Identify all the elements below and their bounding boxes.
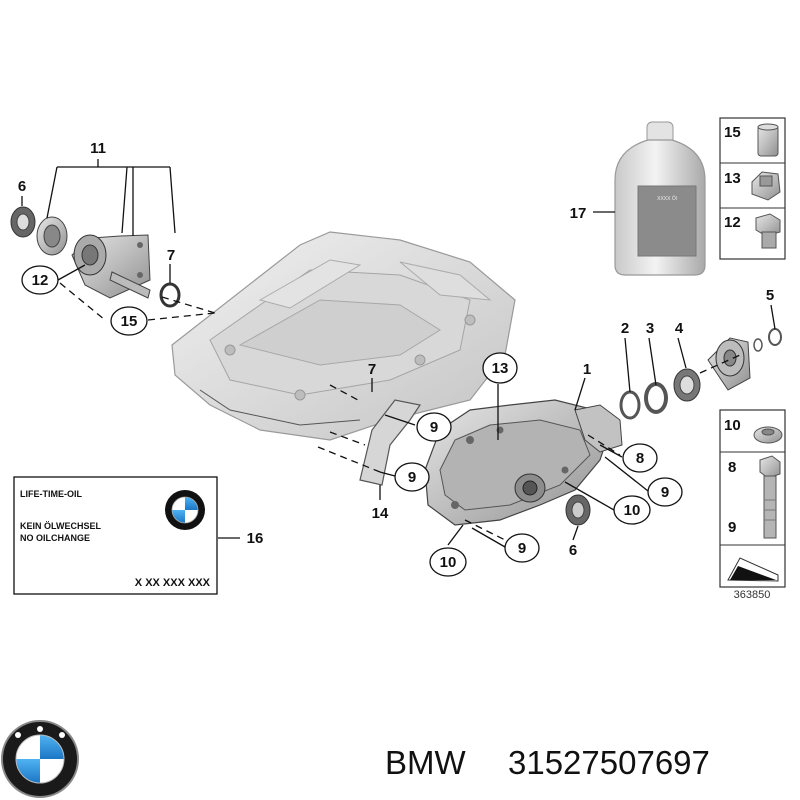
oil-label-line3: NO OILCHANGE: [20, 533, 90, 543]
callout-4: 4: [675, 320, 684, 337]
callout-12-circle: 12: [21, 265, 59, 295]
seal-ring-lower-6: [565, 494, 591, 526]
oil-label-line2: KEIN ÖLWECHSEL: [20, 521, 102, 531]
diagram-number: 363850: [734, 589, 771, 601]
svg-text:12: 12: [32, 272, 49, 289]
sidebar-top-label-15: 15: [724, 124, 741, 141]
footer-brand: BMW: [385, 744, 467, 781]
bolt-8-9-icon: [759, 455, 781, 539]
callout-14: 14: [372, 505, 389, 522]
bmw-logo-large: [1, 720, 79, 798]
callout-2: 2: [621, 320, 629, 337]
callout-9c-circle: 9: [647, 477, 683, 507]
sidebar-bottom-label-9: 9: [728, 519, 736, 536]
sidebar-bottom-label-8: 8: [728, 459, 736, 476]
oil-label-line1: LIFE-TIME-OIL: [20, 489, 82, 499]
bearing-left: [36, 216, 68, 256]
oil-bottle: XXXX Öl: [614, 121, 706, 276]
callout-7-top: 7: [167, 247, 175, 264]
svg-text:8: 8: [636, 450, 644, 467]
callout-17: 17: [570, 205, 587, 222]
callout-10b-circle: 10: [429, 547, 467, 577]
svg-text:10: 10: [440, 554, 457, 571]
callout-7-mid: 7: [368, 361, 376, 378]
callout-16: 16: [247, 530, 264, 547]
bottle-label-text: XXXX Öl: [657, 195, 677, 202]
plug-13-icon: [751, 171, 781, 201]
seal-ring-left-6: [10, 206, 36, 238]
oil-label-card: LIFE-TIME-OIL KEIN ÖLWECHSEL NO OILCHANG…: [13, 476, 218, 595]
callout-15-circle: 15: [110, 306, 148, 336]
differential-housing: [424, 399, 623, 526]
ring-4: [673, 368, 701, 402]
footer-part-number: 31527507697: [508, 744, 710, 781]
oil-pan: [171, 231, 516, 441]
direction-arrow-icon: [727, 557, 779, 582]
sidebar-top-label-13: 13: [724, 170, 741, 187]
plug-10-icon: [753, 426, 783, 444]
svg-text:9: 9: [661, 484, 669, 501]
callout-5: 5: [766, 287, 774, 304]
callout-11: 11: [90, 140, 106, 157]
svg-text:13: 13: [492, 360, 509, 377]
o-ring-left-7: [159, 282, 181, 308]
callout-6-bottom: 6: [569, 542, 577, 559]
callout-9a-circle: 9: [416, 412, 452, 442]
bmw-logo-small: [165, 490, 205, 530]
leader-lines: [21, 159, 776, 548]
output-flange-right: [707, 337, 751, 391]
svg-text:9: 9: [408, 469, 416, 486]
callout-1: 1: [583, 361, 591, 378]
callout-10a-circle: 10: [613, 495, 651, 525]
sleeve-15-icon: [757, 123, 779, 157]
sidebar-bottom-label-10: 10: [724, 417, 741, 434]
svg-text:9: 9: [518, 540, 526, 557]
flange-housing-left: [71, 234, 151, 299]
ring-2: [619, 390, 641, 420]
callout-6-top: 6: [18, 178, 26, 195]
callout-9b-circle: 9: [394, 462, 430, 492]
callout-13-circle: 13: [482, 352, 518, 384]
svg-text:9: 9: [430, 419, 438, 436]
ring-3: [644, 382, 668, 414]
ring-5: [753, 328, 782, 352]
oil-label-code: X XX XXX XXX: [135, 577, 211, 589]
callout-3: 3: [646, 320, 654, 337]
shaft-bolt-left: [109, 271, 151, 299]
sidebar-top-label-12: 12: [724, 214, 741, 231]
bolt-12-icon: [755, 213, 781, 249]
svg-text:10: 10: [624, 502, 641, 519]
callout-8-circle: 8: [622, 443, 658, 473]
sidebar-bottom-panel: 10 8 9: [719, 409, 786, 588]
callout-9d-circle: 9: [504, 533, 540, 563]
svg-text:15: 15: [121, 313, 138, 330]
sidebar-top-panel: 15 13 12: [719, 117, 786, 260]
